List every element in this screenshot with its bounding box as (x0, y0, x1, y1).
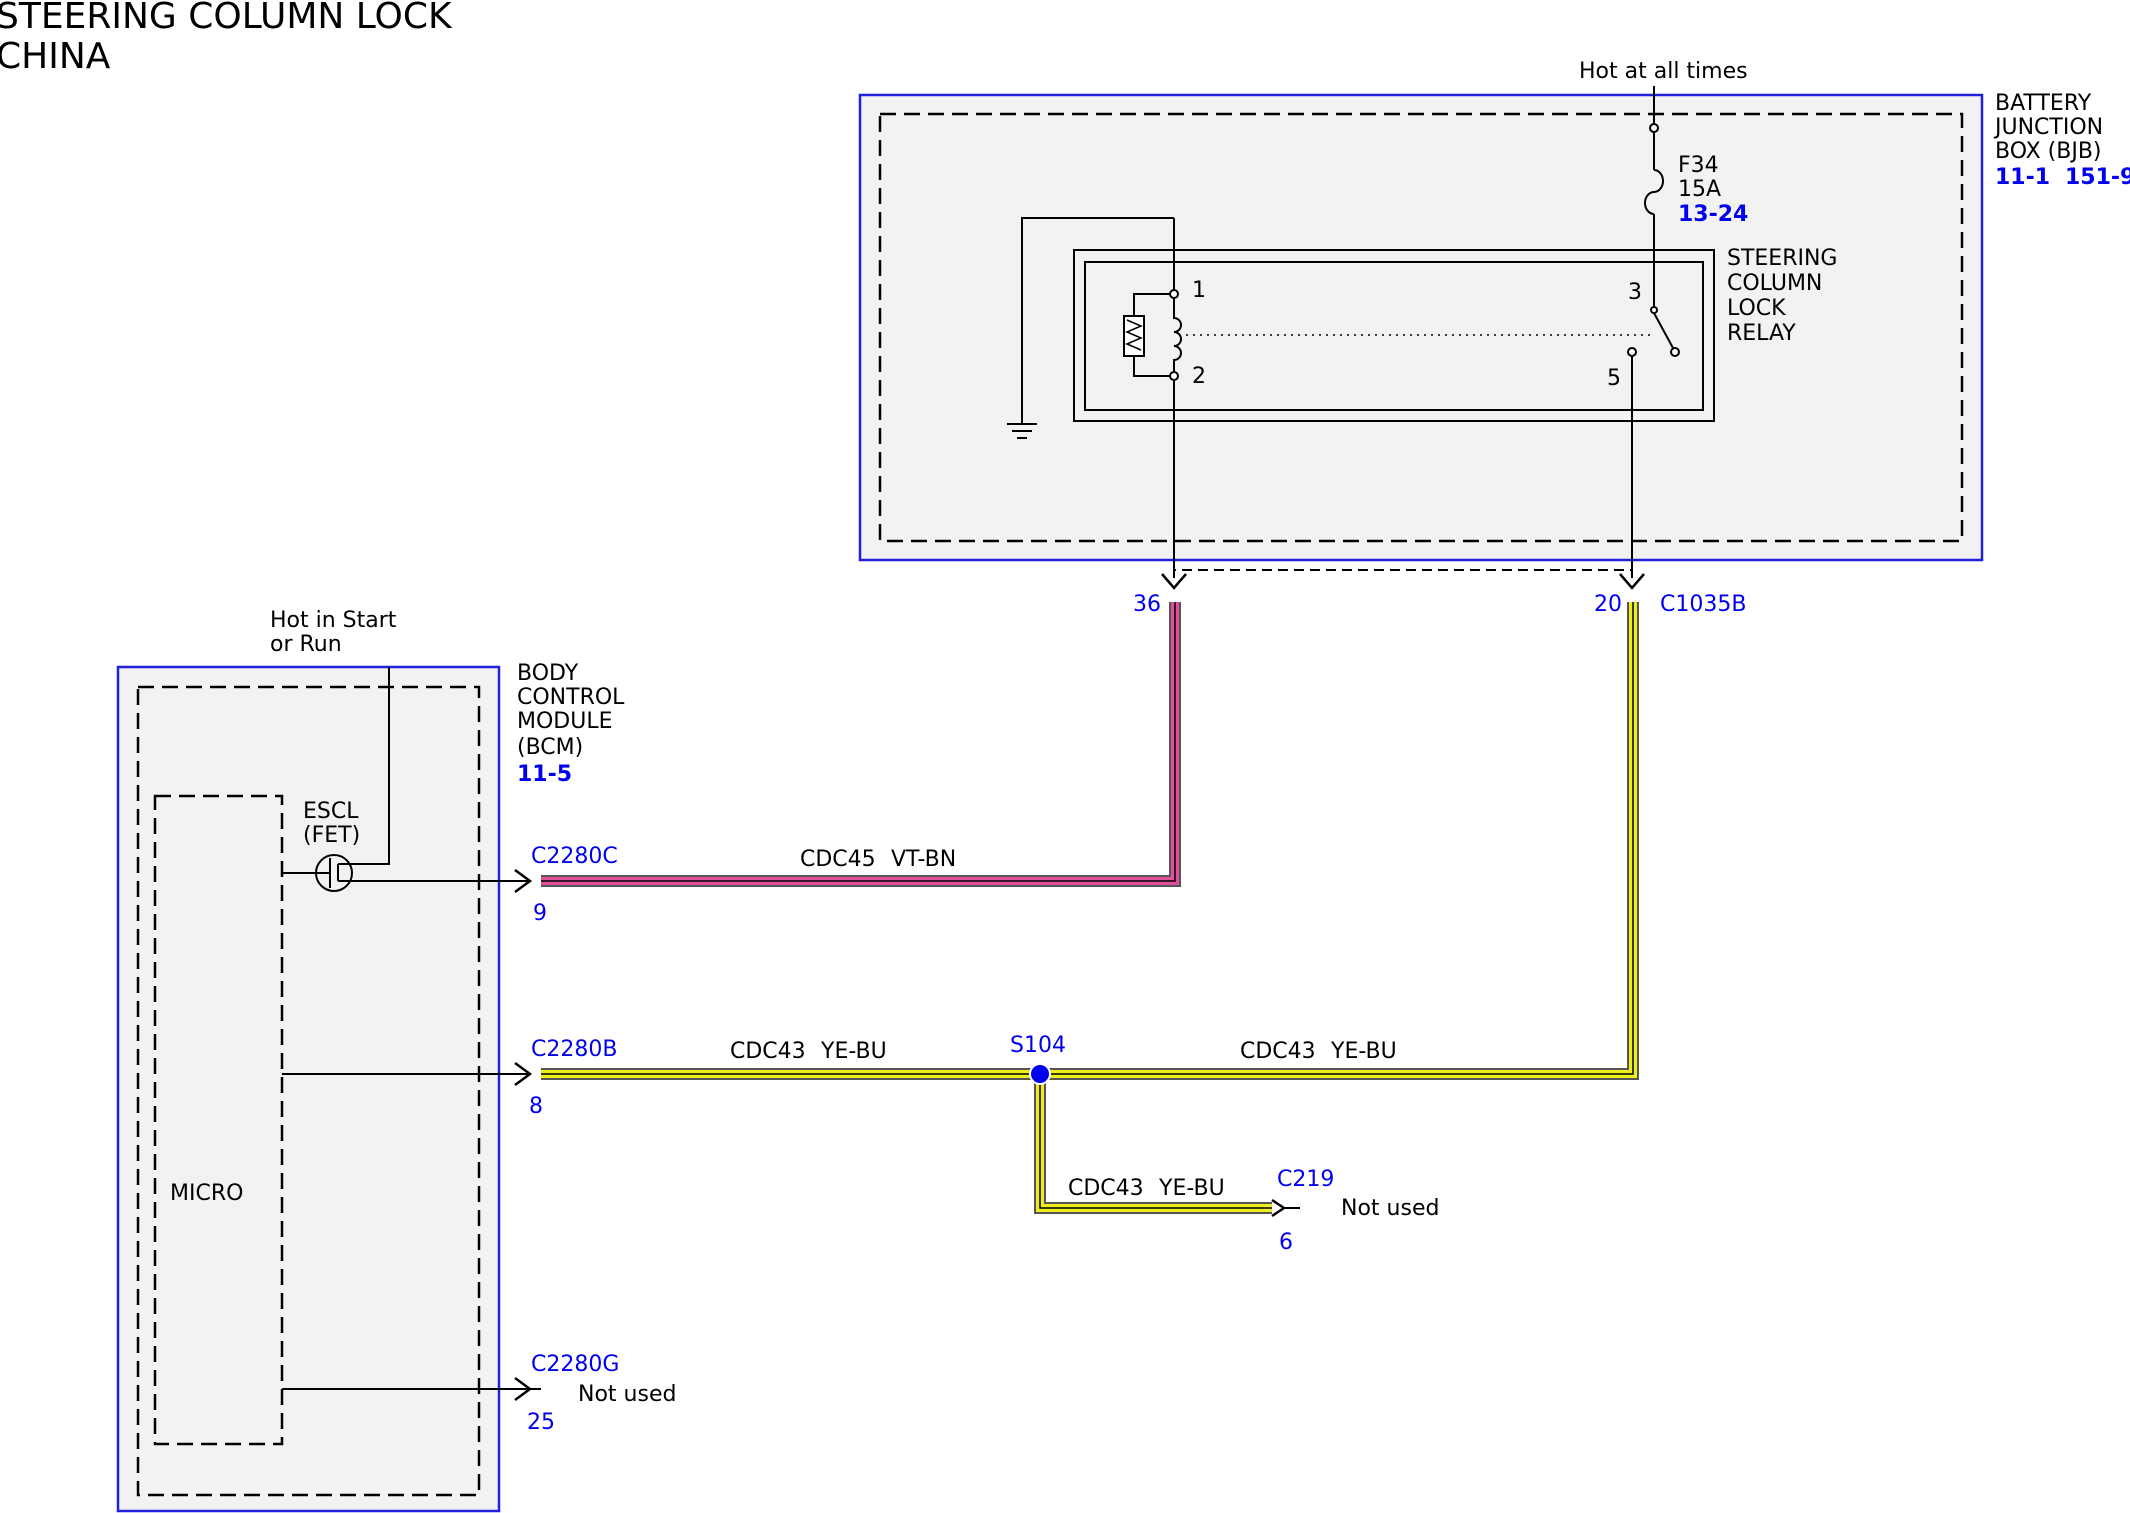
wire-cdc43-branch-circuit: CDC43 (1068, 1176, 1144, 1201)
relay-pin3-label: 3 (1628, 280, 1642, 305)
bjb-ref-2: 151-9 (2065, 165, 2130, 190)
fuse-name: F34 (1678, 153, 1719, 178)
bcm-label-line3: MODULE (517, 709, 613, 734)
wire-cdc43-branch (1034, 1074, 1272, 1214)
battery-junction-box (858, 93, 1984, 562)
ground-icon (1007, 423, 1037, 439)
relay-label-line4: RELAY (1727, 321, 1796, 346)
bcm-outer-border (116, 665, 501, 1513)
connector-c1035b-dashed (1173, 569, 1633, 578)
connector-c2280b-label: C2280B (531, 1037, 617, 1062)
relay-pin5-node (1627, 347, 1637, 357)
relay-pin5-label: 5 (1607, 366, 1621, 391)
bcm-supply-line (352, 667, 390, 865)
wire-cdc45 (541, 602, 1181, 887)
connector-c2280g-note: Not used (578, 1382, 676, 1407)
connector-c2280g-pin: 25 (527, 1410, 555, 1435)
connector-pin20-label: 20 (1594, 592, 1622, 617)
bcm-supply-label-line2: or Run (270, 632, 342, 657)
relay-pin2-node (1169, 371, 1179, 381)
relay-label-line1: STEERING (1727, 246, 1837, 271)
supply-node (1649, 123, 1659, 133)
bjb-ref-1: 11-1 (1995, 165, 2050, 190)
connector-c219-label: C219 (1277, 1167, 1334, 1192)
splice-s104 (1029, 1063, 1051, 1085)
wire-cdc43-right-color: YE-BU (1330, 1039, 1397, 1064)
ground-wire (1021, 217, 1174, 424)
wire-cdc43-left-circuit: CDC43 (730, 1039, 806, 1064)
wire-cdc43-left-color: YE-BU (820, 1039, 887, 1064)
bjb-outer-border (858, 93, 1984, 562)
wire-cdc43-main (541, 602, 1639, 1080)
diagram-title-line1: STEERING COLUMN LOCK (0, 0, 453, 37)
bjb-supply-label: Hot at all times (1579, 59, 1748, 84)
connector-pin36-icon (1161, 573, 1187, 590)
bjb-label-line3: BOX (BJB) (1995, 139, 2102, 164)
bcm-ref: 11-5 (517, 762, 572, 787)
bcm-micro-block (153, 794, 284, 1446)
wire-cdc45-color: VT-BN (891, 847, 956, 872)
relay-resistor-icon (1123, 315, 1145, 357)
escl-label-line1: ESCL (303, 799, 359, 824)
connector-c2280b-icon (514, 1061, 533, 1087)
steering-column-lock-relay (1073, 249, 1715, 422)
fuse-ref: 13-24 (1678, 202, 1748, 227)
connector-c2280b-pin: 8 (529, 1094, 543, 1119)
bcm-micro-label: MICRO (170, 1181, 243, 1206)
relay-pin2-label: 2 (1192, 364, 1206, 389)
bcm-label-line2: CONTROL (517, 685, 625, 710)
bjb-label-line1: BATTERY (1995, 91, 2092, 116)
connector-pin36-label: 36 (1133, 592, 1161, 617)
connector-c2280c-label: C2280C (531, 844, 618, 869)
bcm-supply-label-line1: Hot in Start (270, 608, 397, 633)
relay-outer-border (1073, 249, 1715, 422)
connector-c219-icon (1271, 1198, 1287, 1218)
bcm-label-line1: BODY (517, 661, 579, 686)
bjb-label-line2: JUNCTION (1993, 115, 2103, 140)
relay-coil-icon (1173, 298, 1182, 372)
relay-label-line3: LOCK (1727, 296, 1786, 321)
relay-pin3-node (1650, 306, 1658, 314)
connector-c2280c-pin: 9 (533, 901, 547, 926)
wire-cdc43-branch-color: YE-BU (1158, 1176, 1225, 1201)
wire-cdc45-circuit: CDC45 (800, 847, 876, 872)
diagram-title-line2: CHINA (0, 36, 111, 77)
bjb-inner-dashed (878, 112, 1964, 543)
connector-c2280c-icon (514, 868, 533, 894)
bcm-label-line4: (BCM) (517, 735, 583, 760)
connector-c1035b-label: C1035B (1660, 592, 1746, 617)
connector-c219-pin: 6 (1279, 1230, 1293, 1255)
body-control-module (116, 665, 501, 1513)
relay-pin1-node (1169, 289, 1179, 299)
relay-label-line2: COLUMN (1727, 271, 1822, 296)
escl-label-line2: (FET) (303, 823, 360, 848)
bcm-inner-dashed (136, 685, 481, 1497)
splice-s104-label: S104 (1010, 1033, 1066, 1058)
connector-c2280g-label: C2280G (531, 1352, 619, 1377)
relay-switch-contact (1653, 312, 1674, 349)
relay-pin1-label: 1 (1192, 278, 1206, 303)
fuse-rating: 15A (1678, 177, 1721, 202)
relay-inner-border (1084, 261, 1704, 411)
wire-cdc43-right-circuit: CDC43 (1240, 1039, 1316, 1064)
fuse-f34-icon (1644, 169, 1664, 215)
connector-c219-note: Not used (1341, 1196, 1439, 1221)
connector-pin20-icon (1619, 573, 1645, 590)
fet-icon (282, 854, 530, 892)
